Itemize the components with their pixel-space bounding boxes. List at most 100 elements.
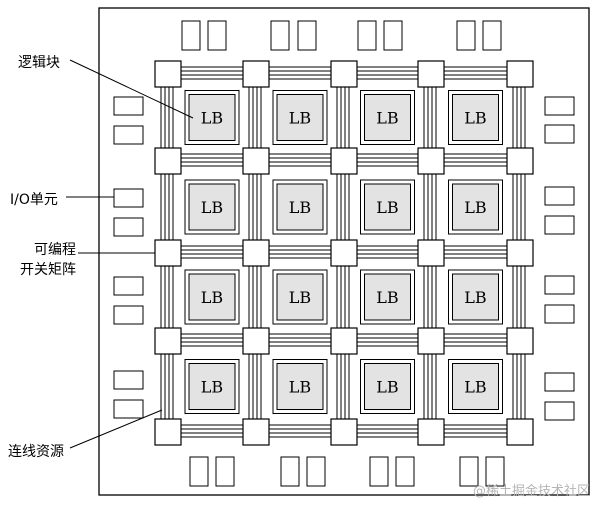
switch-matrix xyxy=(330,239,358,267)
logic-block-label: LB xyxy=(464,288,486,307)
logic-block: LB xyxy=(360,90,415,145)
switch-matrix xyxy=(417,147,445,175)
io-cell-bottom xyxy=(215,456,235,487)
io-cell-left xyxy=(113,276,144,296)
logic-block: LB xyxy=(184,179,240,235)
logic-block: LB xyxy=(272,269,328,325)
label-programmable-switch-line1: 可编程 xyxy=(34,242,76,258)
logic-block-label: LB xyxy=(289,378,311,397)
switch-matrix xyxy=(242,60,270,88)
switch-matrix xyxy=(330,418,358,446)
logic-block-core xyxy=(452,363,499,410)
switch-matrix xyxy=(330,147,358,175)
io-cell-right xyxy=(544,124,575,144)
watermark: @稀土掘金技术社区 xyxy=(472,484,590,499)
switch-matrix xyxy=(506,60,534,88)
logic-block-core xyxy=(276,94,324,141)
logic-block-core xyxy=(452,273,499,321)
io-cell-bottom xyxy=(369,456,389,487)
logic-block-core xyxy=(276,183,324,231)
switch-matrix xyxy=(154,60,182,88)
logic-block: LB xyxy=(360,359,415,414)
io-cell-left xyxy=(113,399,144,419)
label-routing-resources: 连线资源 xyxy=(8,444,64,460)
logic-block: LB xyxy=(448,269,503,325)
logic-block-label: LB xyxy=(464,198,486,217)
io-cell-right xyxy=(544,304,575,324)
logic-block: LB xyxy=(448,359,503,414)
label-programmable-switch: 可编程 开关矩阵 xyxy=(8,240,76,280)
io-cell-bottom xyxy=(306,456,326,487)
io-cell-right xyxy=(544,401,575,421)
logic-block-label: LB xyxy=(464,109,486,128)
label-programmable-switch-line2: 开关矩阵 xyxy=(20,262,76,278)
logic-block: LB xyxy=(448,90,503,145)
logic-block-label: LB xyxy=(201,288,223,307)
logic-block-core xyxy=(188,183,236,231)
io-cell-top xyxy=(482,20,502,51)
logic-block-label: LB xyxy=(376,198,398,217)
io-cell-left xyxy=(113,96,144,116)
logic-block-core xyxy=(452,183,499,231)
switch-matrix xyxy=(506,418,534,446)
io-cell-top xyxy=(297,20,317,51)
logic-block-core xyxy=(364,273,411,321)
logic-block-label: LB xyxy=(201,198,223,217)
io-cell-right xyxy=(544,186,575,206)
io-cell-left xyxy=(113,188,144,208)
io-cell-bottom xyxy=(189,456,209,487)
logic-block: LB xyxy=(360,179,415,235)
io-cell-left xyxy=(113,125,144,145)
logic-block-core xyxy=(364,363,411,410)
logic-block-label: LB xyxy=(376,109,398,128)
switch-matrix xyxy=(242,327,270,355)
switch-matrix xyxy=(154,239,182,267)
logic-block-core xyxy=(364,183,411,231)
io-cell-left xyxy=(113,305,144,325)
switch-matrix xyxy=(506,239,534,267)
logic-block-core xyxy=(452,94,499,141)
switch-matrix xyxy=(242,239,270,267)
logic-block: LB xyxy=(272,359,328,414)
logic-block-core xyxy=(188,363,236,410)
switch-matrix xyxy=(506,327,534,355)
leader-routing xyxy=(69,409,163,449)
label-io-unit: I/O单元 xyxy=(10,192,58,208)
switch-matrix xyxy=(154,147,182,175)
io-cell-bottom xyxy=(395,456,415,487)
logic-block-core xyxy=(188,273,236,321)
switch-matrix xyxy=(417,327,445,355)
switch-matrix xyxy=(242,418,270,446)
logic-block-core xyxy=(276,363,324,410)
switch-matrix xyxy=(242,147,270,175)
logic-block-label: LB xyxy=(376,378,398,397)
logic-block-core xyxy=(188,94,236,141)
io-cell-top xyxy=(383,20,403,51)
logic-block-label: LB xyxy=(201,378,223,397)
logic-block-label: LB xyxy=(289,109,311,128)
logic-block: LB xyxy=(272,179,328,235)
switch-matrix xyxy=(417,239,445,267)
logic-block-core xyxy=(276,273,324,321)
label-logic-block: 逻辑块 xyxy=(18,55,60,71)
switch-matrix xyxy=(154,418,182,446)
switch-matrix xyxy=(417,60,445,88)
switch-matrix xyxy=(506,147,534,175)
switch-matrix xyxy=(417,418,445,446)
io-cell-right xyxy=(544,372,575,392)
switch-matrix xyxy=(330,327,358,355)
logic-block-label: LB xyxy=(289,288,311,307)
io-cell-left xyxy=(113,217,144,237)
switch-matrix xyxy=(154,327,182,355)
logic-block-label: LB xyxy=(289,198,311,217)
io-cell-top xyxy=(456,20,476,51)
switch-matrix xyxy=(330,60,358,88)
io-cell-right xyxy=(544,215,575,235)
logic-block-label: LB xyxy=(201,109,223,128)
io-cell-top xyxy=(207,20,227,51)
io-cell-top xyxy=(181,20,201,51)
logic-block-label: LB xyxy=(376,288,398,307)
logic-block: LB xyxy=(272,90,328,145)
io-cell-bottom xyxy=(280,456,300,487)
